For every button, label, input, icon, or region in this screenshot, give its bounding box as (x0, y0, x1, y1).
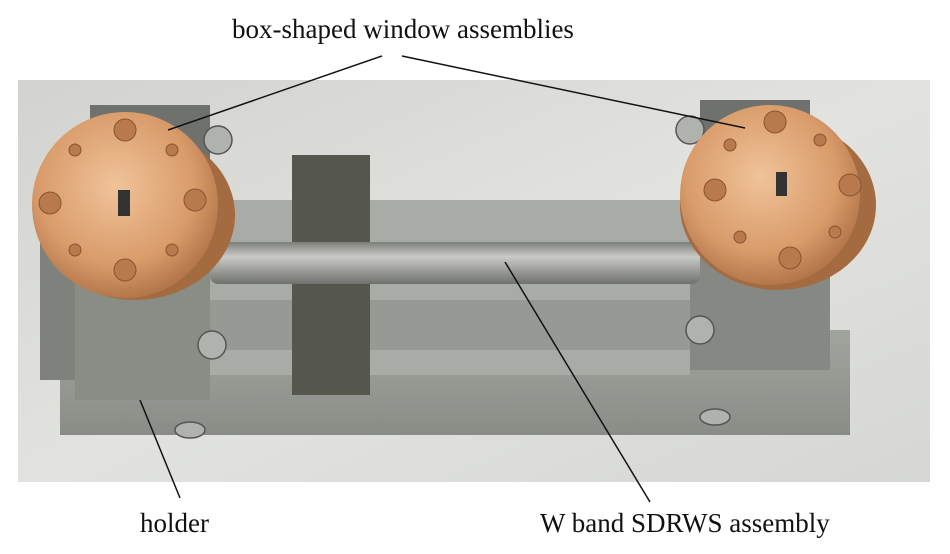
rod (210, 242, 700, 284)
label-sdrws-assembly: W band SDRWS assembly (540, 508, 830, 538)
label-window-assemblies: box-shaped window assemblies (232, 14, 574, 44)
screws (174, 115, 731, 439)
left-window-flange (32, 112, 235, 300)
leader-lines (139, 55, 746, 503)
right-window-flange (680, 105, 876, 290)
label-holder: holder (140, 508, 209, 538)
